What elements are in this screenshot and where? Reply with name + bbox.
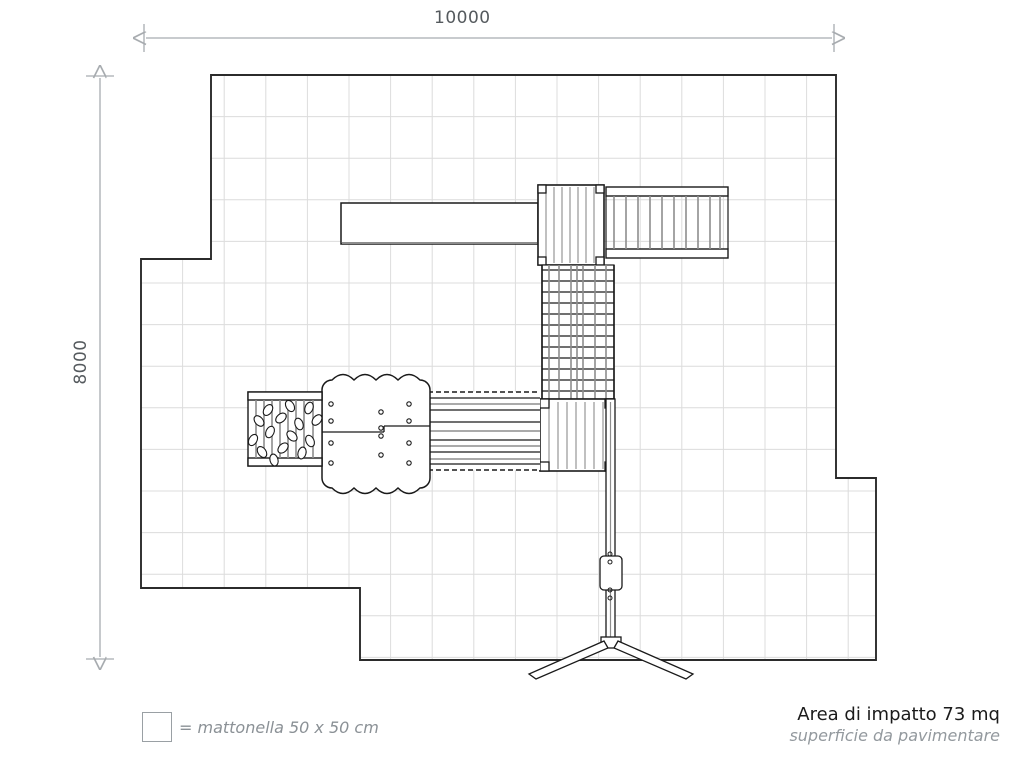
net-climber-vertical	[541, 264, 615, 400]
dimension-top	[144, 24, 834, 52]
tile-swatch-icon	[142, 712, 172, 742]
area-note-subtitle: superficie da pavimentare	[789, 726, 1000, 745]
swing-beam	[605, 398, 616, 646]
impact-area-outline	[140, 74, 877, 661]
climbing-wall	[247, 391, 323, 467]
legend-label: = mattonella 50 x 50 cm	[179, 717, 379, 737]
swing-seat	[599, 551, 623, 601]
tile-grid	[141, 75, 876, 660]
dimension-left	[86, 76, 114, 659]
swing-a-frame	[527, 636, 695, 680]
dimension-top-label: 10000	[434, 8, 491, 28]
upper-ramp	[340, 202, 539, 245]
climbing-holds	[247, 399, 323, 467]
top-platform-deck	[537, 184, 605, 266]
legend: = mattonella 50 x 50 cm	[142, 712, 379, 742]
area-note: Area di impatto 73 mq superficie da pavi…	[789, 704, 1000, 745]
ladder-right	[605, 186, 729, 259]
scalloped-panel	[321, 373, 431, 495]
slide	[412, 391, 540, 471]
playground-equipment	[247, 184, 729, 680]
area-note-title: Area di impatto 73 mq	[797, 704, 1000, 725]
lower-platform-deck	[539, 398, 615, 472]
dimension-left-label: 8000	[71, 339, 91, 385]
